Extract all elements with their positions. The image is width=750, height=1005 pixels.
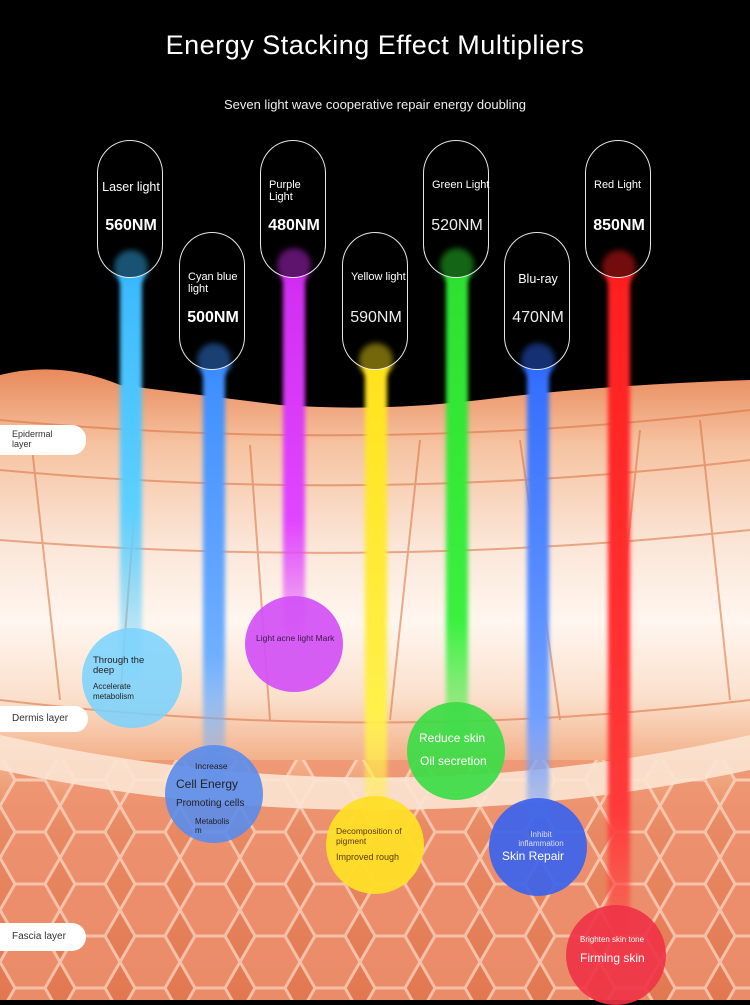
effect-line: Skin Repair [502, 849, 565, 863]
purple-light-beam [283, 255, 305, 635]
blu-ray-beam [527, 350, 549, 840]
effect-line: Decomposition of pigment [336, 826, 402, 846]
effect-line: Improved rough [336, 852, 400, 862]
effect-line: Through the deep [93, 655, 145, 676]
epidermal-layer-tag: Epidermal layer [0, 425, 86, 455]
light-name: Blu-ray [518, 272, 558, 286]
laser-light-pill: Laser light 560NM [97, 140, 163, 278]
purple-light-pill: Purple Light 480NM [260, 140, 326, 278]
green-light-beam [446, 255, 468, 745]
effect-line: Accelerate metabolism [93, 682, 134, 701]
blu-ray-effect-bubble: Inhibit inflammation Skin Repair [489, 798, 587, 896]
light-wavelength: 520NM [431, 217, 483, 234]
light-name: Laser light [102, 180, 160, 194]
red-effect-bubble: Brighten skin tone Firming skin [566, 905, 666, 1005]
light-name: Yellow light [351, 271, 406, 283]
green-effect-bubble: Reduce skin Oil secretion [407, 702, 505, 800]
red-light-pill: Red Light 850NM [585, 140, 651, 278]
effect-line: Brighten skin tone [580, 935, 645, 944]
light-wavelength: 480NM [268, 217, 320, 234]
effect-line: Metabolis m [195, 817, 230, 835]
effect-line: Firming skin [580, 951, 645, 965]
cyan-effect-bubble: Increase Cell Energy Promoting cells Met… [165, 745, 263, 843]
effect-line: Cell Energy [176, 777, 239, 791]
light-wavelength: 850NM [593, 217, 645, 234]
effect-line: Oil secretion [420, 754, 487, 768]
purple-effect-bubble: Light acne light Mark [245, 596, 343, 692]
light-name: Purple Light [269, 179, 301, 203]
effect-line: Promoting cells [176, 798, 245, 809]
effect-line: Reduce skin [419, 731, 486, 745]
light-wavelength: 560NM [105, 217, 157, 234]
light-name: Cyan blue light [188, 271, 238, 295]
laser-effect-bubble: Through the deep Accelerate metabolism [82, 628, 182, 728]
effect-line: Inhibit inflammation [518, 830, 564, 848]
page-subtitle: Seven light wave cooperative repair ener… [223, 97, 527, 112]
yellow-effect-bubble: Decomposition of pigment Improved rough [326, 796, 424, 894]
page-title: Energy Stacking Effect Multipliers [165, 30, 585, 60]
effect-line: Light acne light Mark [256, 633, 335, 643]
green-light-pill: Green Light 520NM [423, 140, 489, 278]
fascia-layer-tag: Fascia layer [0, 923, 86, 951]
effect-line: Increase [195, 761, 228, 771]
light-wavelength: 500NM [187, 309, 239, 326]
dermis-layer-tag: Dermis layer [0, 706, 88, 732]
cyan-light-pill: Cyan blue light 500NM [179, 232, 245, 370]
light-wavelength: 470NM [512, 309, 564, 326]
blu-ray-pill: Blu-ray 470NM [504, 232, 570, 370]
light-name: Red Light [594, 179, 642, 191]
yellow-light-pill: Yellow light 590NM [342, 232, 408, 370]
light-wavelength: 590NM [350, 309, 402, 326]
cyan-light-beam [203, 350, 225, 790]
red-light-beam [608, 260, 630, 950]
yellow-light-beam [365, 350, 387, 830]
light-name: Green Light [432, 179, 490, 191]
laser-light-beam [120, 260, 142, 680]
